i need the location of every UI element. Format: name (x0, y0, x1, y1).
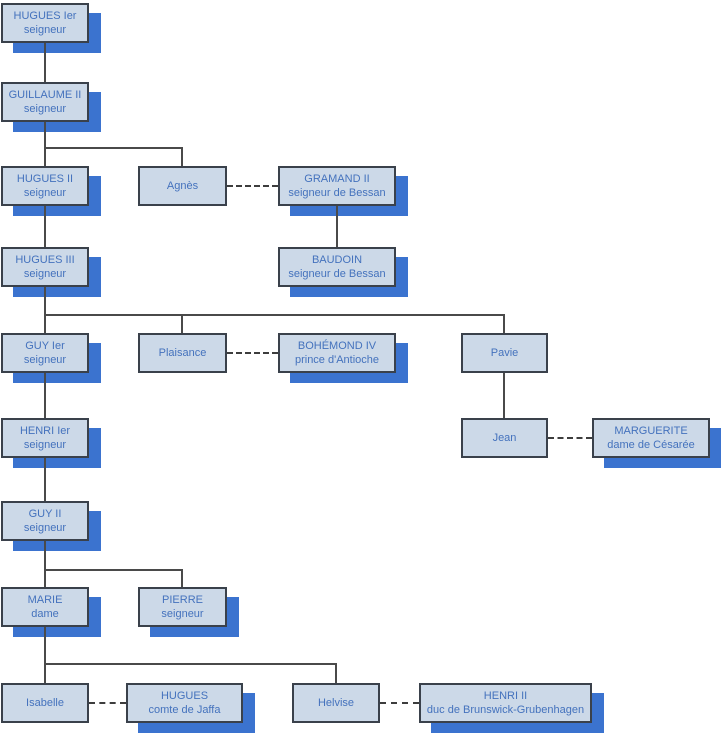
person-node-plaisance[interactable]: Plaisance (138, 333, 227, 373)
marriage-dashed-line (548, 437, 592, 439)
person-name: Helvise (317, 697, 355, 709)
person-node-henri-ii[interactable]: HENRI II duc de Brunswick-Grubenhagen (419, 683, 592, 723)
person-node-hugues-ii[interactable]: HUGUES II seigneur (1, 166, 89, 206)
person-title: seigneur (23, 439, 67, 451)
person-title: dame (31, 608, 59, 620)
person-title: seigneur (23, 187, 67, 199)
connector-line (44, 458, 46, 501)
person-node-marguerite[interactable]: MARGUERITE dame de Césarée (592, 418, 710, 458)
person-name: GUY II (28, 508, 62, 520)
person-node-helvise[interactable]: Helvise (292, 683, 380, 723)
person-node-agnes[interactable]: Agnès (138, 166, 227, 206)
person-name: Agnès (166, 180, 199, 192)
person-node-hugues-ier[interactable]: HUGUES Ier seigneur (1, 3, 89, 43)
connector-line (44, 206, 46, 247)
person-node-isabelle[interactable]: Isabelle (1, 683, 89, 723)
marriage-dashed-line (227, 185, 278, 187)
connector-line (44, 122, 46, 166)
person-title: seigneur (23, 354, 67, 366)
person-node-guy-ier[interactable]: GUY Ier seigneur (1, 333, 89, 373)
person-node-pierre[interactable]: PIERRE seigneur (138, 587, 227, 627)
person-node-hugues-iii[interactable]: HUGUES III seigneur (1, 247, 89, 287)
person-node-marie[interactable]: MARIE dame (1, 587, 89, 627)
person-name: MARIE (27, 594, 63, 606)
connector-line (44, 373, 46, 418)
person-name: PIERRE (162, 594, 203, 606)
connector-line (44, 147, 183, 149)
person-name: HUGUES Ier (13, 10, 77, 22)
person-node-henri-ier[interactable]: HENRI Ier seigneur (1, 418, 89, 458)
person-name: HUGUES III (15, 254, 75, 266)
person-name: HENRI II (483, 690, 528, 702)
connector-line (503, 373, 505, 418)
person-node-baudoin[interactable]: BAUDOIN seigneur de Bessan (278, 247, 396, 287)
person-name: GRAMAND II (304, 173, 370, 185)
person-name: HUGUES II (16, 173, 74, 185)
person-node-pavie[interactable]: Pavie (461, 333, 548, 373)
connector-line (503, 314, 505, 333)
person-name: Pavie (490, 347, 519, 359)
person-node-guy-ii[interactable]: GUY II seigneur (1, 501, 89, 541)
person-name: GUY Ier (25, 340, 65, 352)
marriage-dashed-line (227, 352, 278, 354)
marriage-dashed-line (380, 702, 419, 704)
person-title: seigneur (161, 608, 204, 620)
person-title: seigneur (23, 24, 67, 36)
person-title: duc de Brunswick-Grubenhagen (426, 704, 585, 716)
person-node-bohemond-iv[interactable]: BOHÉMOND IV prince d'Antioche (278, 333, 396, 373)
person-name: Isabelle (26, 697, 64, 709)
person-title: prince d'Antioche (294, 354, 380, 366)
person-name: HENRI Ier (19, 425, 71, 437)
person-node-gramand-ii[interactable]: GRAMAND II seigneur de Bessan (278, 166, 396, 206)
marriage-dashed-line (89, 702, 126, 704)
person-name: BOHÉMOND IV (297, 340, 377, 352)
connector-line (336, 206, 338, 247)
person-name: MARGUERITE (614, 425, 688, 437)
person-node-hugues-jaffa[interactable]: HUGUES comte de Jaffa (126, 683, 243, 723)
connector-line (44, 314, 505, 316)
connector-line (181, 569, 183, 587)
person-name: Plaisance (158, 347, 207, 359)
person-title: seigneur (23, 268, 67, 280)
person-title: comte de Jaffa (148, 704, 221, 716)
person-title: seigneur (23, 522, 67, 534)
person-node-jean[interactable]: Jean (461, 418, 548, 458)
connector-line (181, 314, 183, 333)
person-node-guillaume-ii[interactable]: GUILLAUME II seigneur (1, 82, 89, 122)
connector-line (181, 147, 183, 166)
connector-line (44, 663, 337, 665)
person-title: dame de Césarée (607, 439, 695, 451)
connector-line (335, 663, 337, 683)
person-name: BAUDOIN (311, 254, 363, 266)
person-name: GUILLAUME II (8, 89, 82, 101)
connector-line (44, 541, 46, 587)
person-name: HUGUES (160, 690, 209, 702)
person-title: seigneur de Bessan (288, 268, 386, 280)
person-title: seigneur (23, 103, 67, 115)
connector-line (44, 569, 183, 571)
connector-line (44, 43, 46, 82)
person-name: Jean (492, 432, 517, 444)
person-title: seigneur de Bessan (288, 187, 386, 199)
connector-line (44, 627, 46, 683)
connector-line (44, 287, 46, 333)
